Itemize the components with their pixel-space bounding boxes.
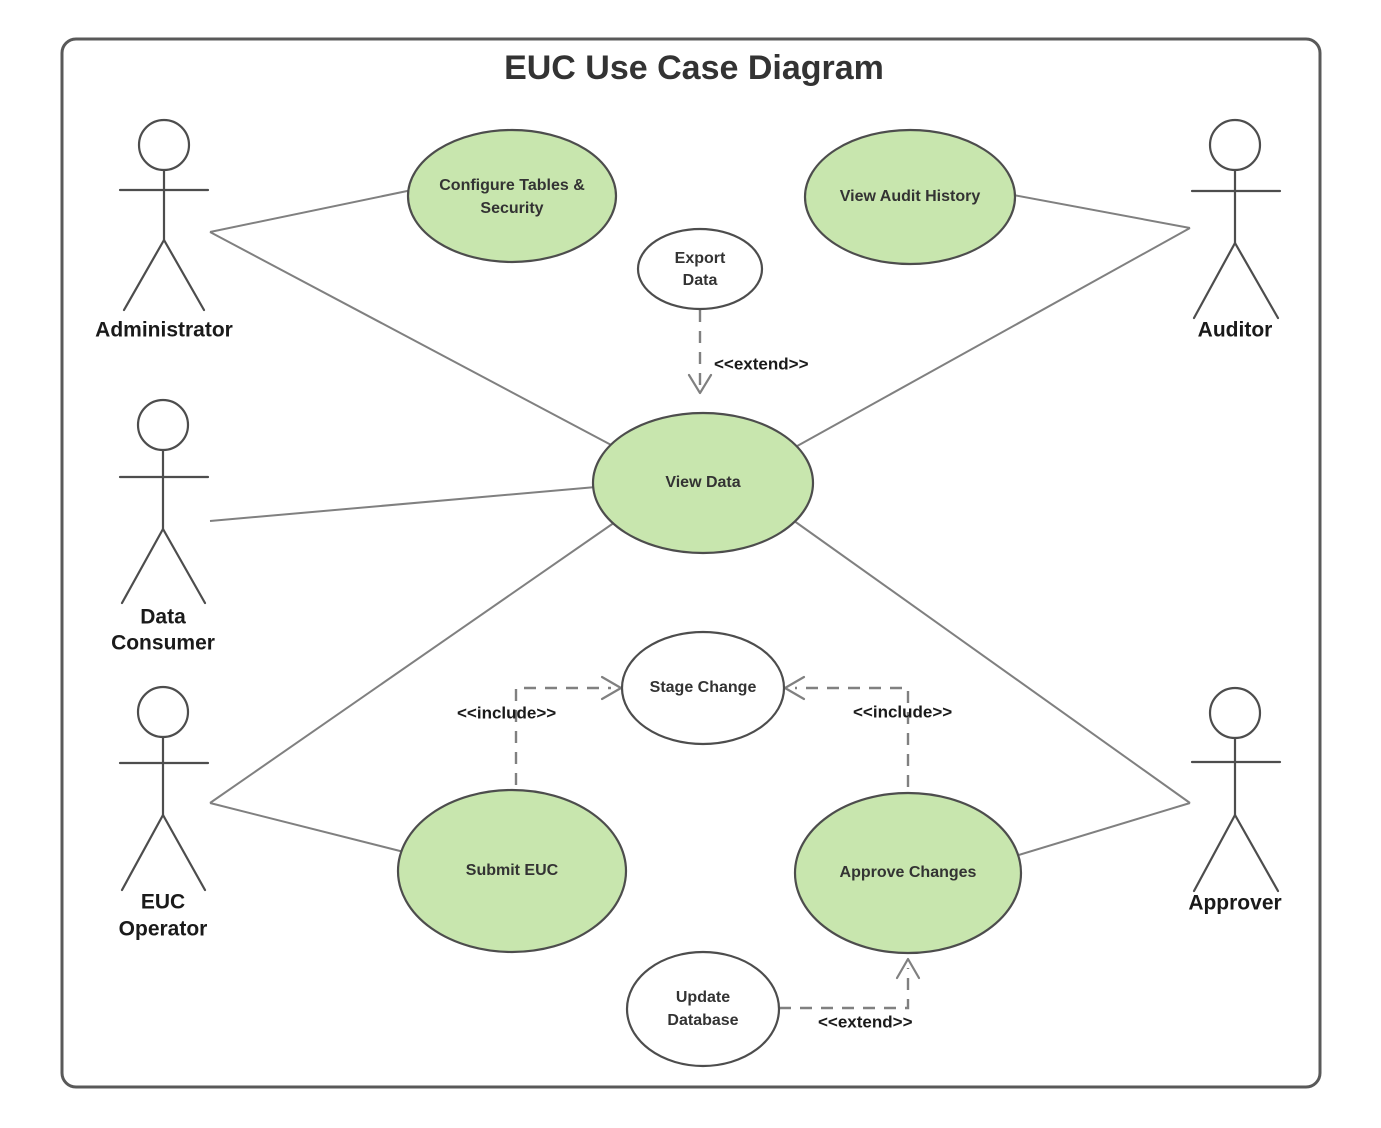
actor-euc-operator-label-line1: EUC <box>141 891 185 914</box>
use-case-submit-euc[interactable]: Submit EUC <box>396 788 628 954</box>
use-case-update-database-label-line1: Update <box>676 989 730 1006</box>
assoc-euc-operator-submit-euc <box>209 802 405 853</box>
use-case-configure-tables-security-label-line1: Configure Tables & <box>439 177 585 194</box>
use-case-configure-tables-security[interactable]: Configure Tables & Security <box>406 128 618 264</box>
dep-line-extend-update-database <box>779 968 910 1010</box>
use-case-export-data-label-line2: Data <box>683 272 718 289</box>
stereotype-include-left: <<include>> <box>457 703 556 722</box>
actor-euc-operator[interactable]: EUC Operator <box>119 685 210 941</box>
actor-data-consumer-label-line2: Consumer <box>111 632 215 655</box>
use-case-update-database-shape[interactable] <box>625 950 781 1068</box>
stereotype-extend-export: <<extend>> <box>714 354 809 373</box>
assoc-auditor-view-audit-history <box>1007 193 1191 229</box>
actor-euc-operator-label-line2: Operator <box>119 918 208 941</box>
assoc-approver-view-data <box>789 517 1191 804</box>
use-case-view-data[interactable]: View Data <box>591 411 815 555</box>
page-title: EUC Use Case Diagram <box>504 49 884 87</box>
stereotype-include-right: <<include>> <box>853 702 952 721</box>
association-lines <box>209 189 1191 858</box>
actor-euc-operator-legs <box>120 813 207 892</box>
dep-line-include-approve-changes <box>795 686 910 808</box>
actor-auditor[interactable]: Auditor <box>1190 118 1282 342</box>
assoc-administrator-view-data <box>209 231 616 448</box>
use-case-update-database[interactable]: Update Database <box>625 950 781 1068</box>
use-case-export-data[interactable]: Export Data <box>636 227 764 311</box>
use-case-update-database-label-line2: Database <box>667 1012 738 1029</box>
actor-auditor-legs <box>1192 241 1280 320</box>
use-case-view-audit-history[interactable]: View Audit History <box>803 128 1017 266</box>
use-case-view-audit-history-label: View Audit History <box>840 188 981 205</box>
actor-approver[interactable]: Approver <box>1188 686 1282 915</box>
use-case-approve-changes-shape[interactable] <box>793 791 1023 955</box>
actor-administrator-legs <box>122 238 206 312</box>
actor-approver-label: Approver <box>1188 892 1281 915</box>
use-case-view-data-label: View Data <box>665 474 740 491</box>
actor-data-consumer-label-line1: Data <box>140 606 186 629</box>
actor-data-consumer[interactable]: Data Consumer <box>111 398 215 655</box>
use-case-submit-euc-label: Submit EUC <box>466 862 559 879</box>
use-case-stage-change-label: Stage Change <box>650 679 757 696</box>
actor-administrator-label: Administrator <box>95 319 233 342</box>
arrowhead-extend-update-database <box>895 957 921 980</box>
stereotype-extend-update: <<extend>> <box>818 1012 913 1031</box>
use-case-submit-euc-shape[interactable] <box>396 788 628 954</box>
use-case-export-data-label-line1: Export <box>675 250 726 267</box>
assoc-data-consumer-view-data <box>209 486 597 522</box>
use-case-view-audit-history-shape[interactable] <box>803 128 1017 266</box>
diagram-frame <box>60 37 1322 1089</box>
assoc-auditor-view-data <box>789 227 1191 451</box>
use-case-configure-tables-security-label-line2: Security <box>480 200 543 217</box>
assoc-euc-operator-view-data <box>209 519 619 804</box>
assoc-approver-approve-changes <box>1011 802 1191 858</box>
arrowhead-extend-export-data <box>687 373 713 395</box>
use-case-view-data-shape[interactable] <box>591 411 815 555</box>
use-case-stage-change-shape[interactable] <box>620 630 786 746</box>
use-case-approve-changes[interactable]: Approve Changes <box>793 791 1023 955</box>
actor-auditor-label: Auditor <box>1198 319 1273 342</box>
assoc-administrator-configure <box>209 189 413 233</box>
use-case-export-data-shape[interactable] <box>636 227 764 311</box>
actor-approver-legs <box>1192 813 1280 893</box>
actor-data-consumer-legs <box>120 527 207 605</box>
use-case-configure-tables-security-shape[interactable] <box>406 128 618 264</box>
actor-administrator[interactable]: Administrator <box>95 118 233 342</box>
use-case-stage-change[interactable]: Stage Change <box>620 630 786 746</box>
use-case-approve-changes-label: Approve Changes <box>840 864 977 881</box>
